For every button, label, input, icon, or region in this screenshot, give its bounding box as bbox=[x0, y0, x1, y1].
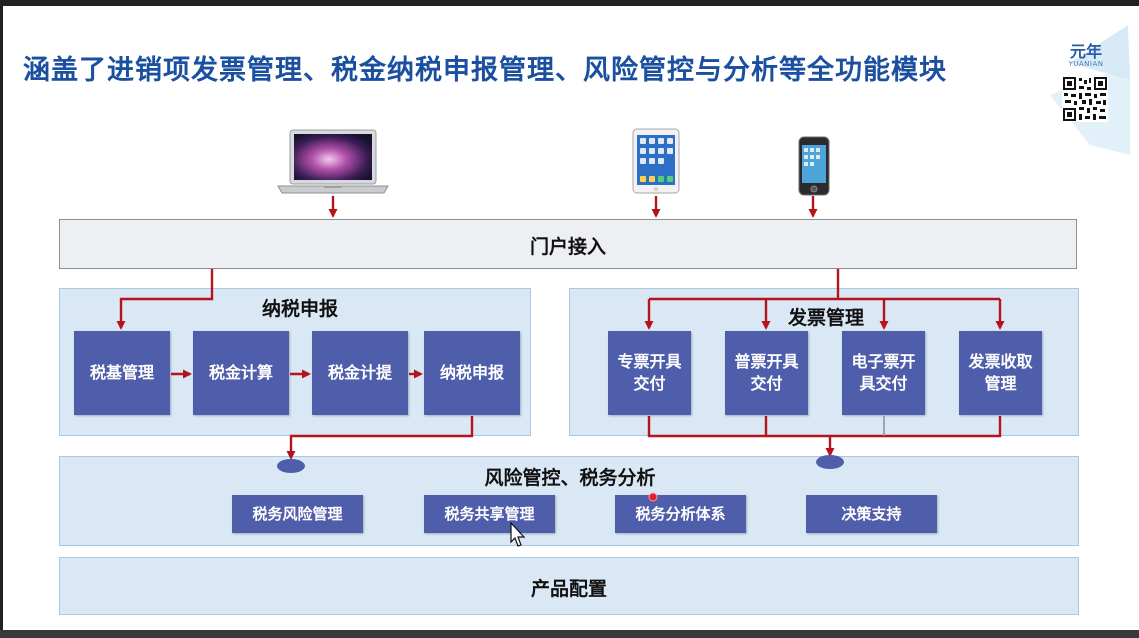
tax-step-label: 税基管理 bbox=[89, 363, 154, 382]
risk-item-label: 决策支持 bbox=[841, 505, 902, 523]
window-top-bar bbox=[0, 0, 1139, 6]
risk-item-label: 税务风险管理 bbox=[252, 505, 343, 523]
invoice-item-box: 普票开具交付 bbox=[725, 331, 808, 415]
tax-step-label: 税金计算 bbox=[208, 363, 273, 382]
invoice-item-line1: 普票开具 bbox=[734, 352, 799, 371]
risk-item-box: 决策支持 bbox=[806, 495, 937, 533]
brand-logo-text: 元年 bbox=[1069, 42, 1102, 61]
tax-step-box: 税基管理 bbox=[74, 331, 170, 415]
product-config-label: 产品配置 bbox=[530, 578, 607, 600]
laptop-icon bbox=[277, 129, 389, 194]
invoice-item-line2: 具交付 bbox=[859, 374, 908, 393]
tax-declaration-label: 纳税申报 bbox=[261, 298, 338, 320]
invoice-item-line1: 发票收取 bbox=[968, 352, 1033, 371]
page-title: 涵盖了进销项发票管理、税金纳税申报管理、风险管控与分析等全功能模块 bbox=[23, 55, 947, 86]
tax-step-box: 税金计提 bbox=[312, 331, 408, 415]
risk-item-box: 税务共享管理 bbox=[424, 495, 555, 533]
invoice-management-label: 发票管理 bbox=[787, 307, 864, 329]
invoice-item-line2: 管理 bbox=[984, 374, 1017, 393]
risk-item-label: 税务共享管理 bbox=[444, 505, 535, 523]
brand-logo-subtext: YUANIAN bbox=[1068, 60, 1104, 68]
invoice-item-line1: 电子票开 bbox=[851, 352, 916, 371]
tax-step-label: 税金计提 bbox=[327, 363, 392, 382]
tax-step-box: 纳税申报 bbox=[424, 331, 520, 415]
portal-access-bar bbox=[59, 219, 1077, 269]
tax-step-label: 纳税申报 bbox=[439, 363, 504, 382]
invoice-item-line2: 交付 bbox=[633, 374, 666, 393]
portal-access-label: 门户接入 bbox=[529, 236, 606, 258]
risk-item-box: 税务风险管理 bbox=[232, 495, 363, 533]
risk-item-label: 税务分析体系 bbox=[635, 505, 726, 523]
invoice-item-box: 专票开具交付 bbox=[608, 331, 691, 415]
brand-logo: 元年 YUANIAN bbox=[1063, 42, 1109, 69]
invoice-item-box: 电子票开具交付 bbox=[842, 331, 925, 415]
invoice-item-line2: 交付 bbox=[750, 374, 783, 393]
risk-item-box: 税务分析体系 bbox=[615, 495, 746, 533]
product-config-panel bbox=[59, 557, 1079, 615]
window-left-edge bbox=[0, 0, 3, 638]
tax-step-box: 税金计算 bbox=[193, 331, 289, 415]
tablet-icon bbox=[632, 128, 680, 194]
qr-code-icon bbox=[1062, 76, 1108, 122]
invoice-item-box: 发票收取管理 bbox=[959, 331, 1042, 415]
risk-analysis-label: 风险管控、税务分析 bbox=[484, 467, 656, 489]
smartphone-icon bbox=[798, 136, 830, 196]
invoice-item-line1: 专票开具 bbox=[617, 352, 682, 371]
window-bottom-bar bbox=[0, 630, 1139, 638]
